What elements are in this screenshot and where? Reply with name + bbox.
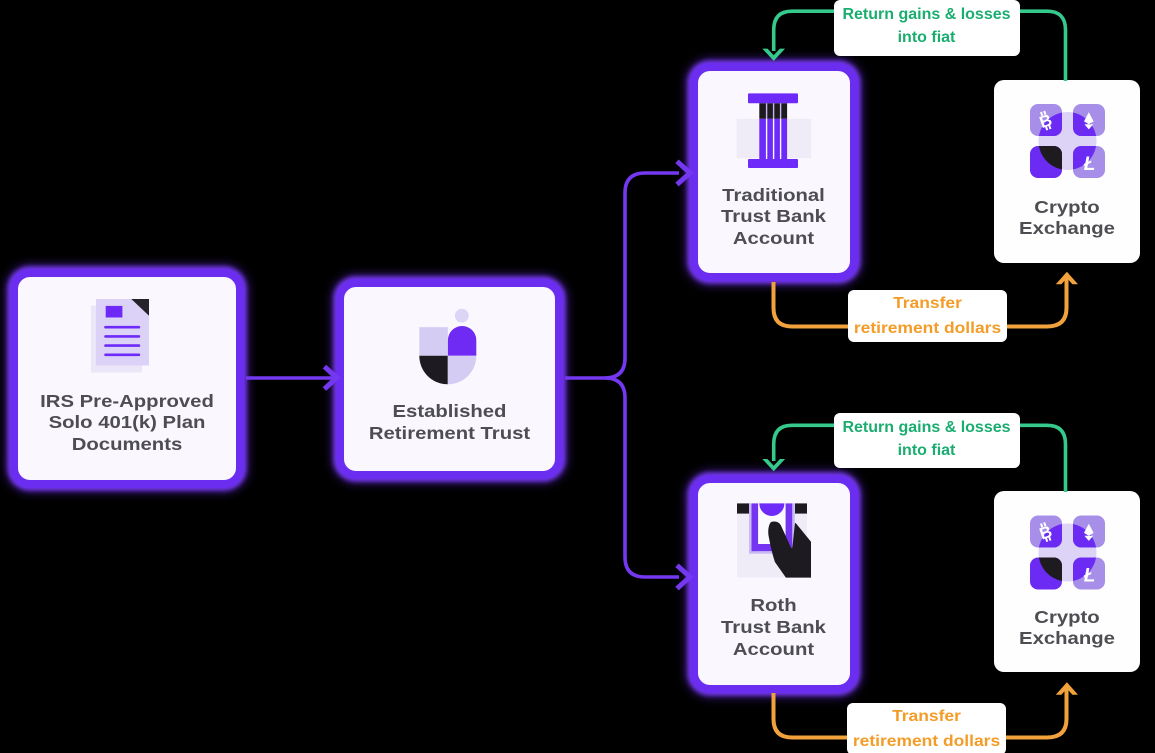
svg-text:Ł: Ł: [1083, 154, 1096, 175]
